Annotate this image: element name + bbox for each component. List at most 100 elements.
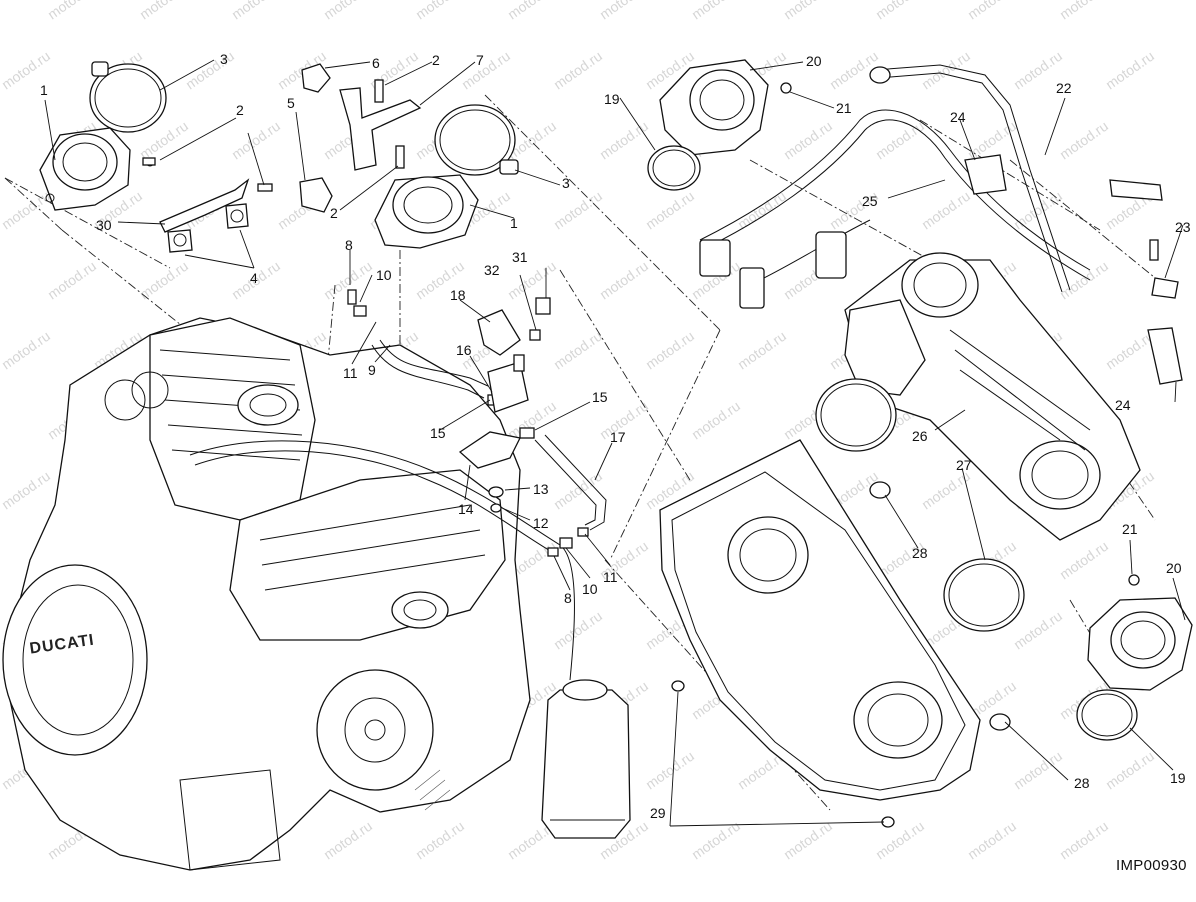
- watermark-text: motod.ru: [781, 818, 835, 863]
- callout-2-left: 2: [236, 102, 244, 118]
- callout-28-top: 28: [912, 545, 928, 561]
- watermark-text: motod.ru: [643, 328, 697, 373]
- callout-19-top: 19: [604, 91, 620, 107]
- callout-12: 12: [533, 515, 549, 531]
- leader-lines: [44, 59, 1186, 827]
- watermark-text: motod.ru: [0, 188, 53, 233]
- callout-10-top: 10: [376, 267, 392, 283]
- watermark-text: motod.ru: [45, 258, 99, 303]
- callout-31: 31: [512, 249, 528, 265]
- callout-21-top: 21: [836, 100, 852, 116]
- watermark-text: motod.ru: [919, 188, 973, 233]
- watermark-text: motod.ru: [597, 118, 651, 163]
- watermark-text: motod.ru: [551, 188, 605, 233]
- callout-3-right: 3: [562, 175, 570, 191]
- drawing-code: IMP00930: [1116, 857, 1187, 874]
- watermark-text: motod.ru: [183, 48, 237, 93]
- callout-1-center: 1: [510, 215, 518, 231]
- watermark-text: motod.ru: [1057, 0, 1111, 22]
- watermark-text: motod.ru: [1057, 118, 1111, 163]
- callout-13: 13: [533, 481, 549, 497]
- engine-assembly: DUCATI: [2, 317, 575, 871]
- watermark-text: motod.ru: [735, 328, 789, 373]
- hose-and-valve-parts: [347, 289, 631, 839]
- watermark-text: motod.ru: [689, 398, 743, 443]
- callout-25: 25: [862, 193, 878, 209]
- callout-15-right: 15: [592, 389, 608, 405]
- callout-24-right: 24: [1115, 397, 1131, 413]
- watermark-text: motod.ru: [1011, 608, 1065, 653]
- callout-6: 6: [372, 55, 380, 71]
- watermark-text: motod.ru: [413, 818, 467, 863]
- watermark-text: motod.ru: [873, 118, 927, 163]
- watermark-text: motod.ru: [1057, 818, 1111, 863]
- watermark-text: motod.ru: [781, 0, 835, 22]
- watermark-text: motod.ru: [965, 818, 1019, 863]
- throttle-body-assembly: [647, 59, 1193, 741]
- watermark-text: motod.ru: [229, 118, 283, 163]
- callout-11-bottom: 11: [603, 569, 618, 585]
- callout-16: 16: [456, 342, 472, 358]
- callout-8-top: 8: [345, 237, 353, 253]
- callout-27: 27: [956, 457, 972, 473]
- watermark-text: motod.ru: [459, 48, 513, 93]
- callout-9: 9: [368, 362, 376, 378]
- callout-18: 18: [450, 287, 466, 303]
- callout-29: 29: [650, 805, 666, 821]
- watermark-text: motod.ru: [873, 818, 927, 863]
- watermark-text: motod.ru: [919, 468, 973, 513]
- callout-5: 5: [287, 95, 295, 111]
- watermark-text: motod.ru: [597, 258, 651, 303]
- watermark-text: motod.ru: [551, 608, 605, 653]
- callout-20-top: 20: [806, 53, 822, 69]
- watermark-text: motod.ru: [1103, 48, 1157, 93]
- callout-2-center: 2: [330, 205, 338, 221]
- watermark-text: motod.ru: [643, 188, 697, 233]
- watermark-text: motod.ru: [689, 0, 743, 22]
- airbox-assembly: [659, 439, 1011, 828]
- callout-4: 4: [250, 270, 258, 286]
- watermark-text: motod.ru: [873, 0, 927, 22]
- callout-1-left: 1: [40, 82, 48, 98]
- watermark-text: motod.ru: [137, 0, 191, 22]
- callout-28-bottom: 28: [1074, 775, 1090, 791]
- callout-24-top: 24: [950, 109, 966, 125]
- watermark-text: motod.ru: [0, 468, 53, 513]
- left-intake-parts: [39, 61, 273, 253]
- watermark-text: motod.ru: [965, 0, 1019, 22]
- watermark-text: motod.ru: [321, 818, 375, 863]
- callout-19-bottom: 19: [1170, 770, 1186, 786]
- callout-2-top: 2: [432, 52, 440, 68]
- watermark-text: motod.ru: [597, 0, 651, 22]
- callout-7: 7: [476, 52, 484, 68]
- callout-22: 22: [1056, 80, 1072, 96]
- callout-17: 17: [610, 429, 626, 445]
- callout-11-top: 11: [343, 365, 358, 381]
- watermark-text: motod.ru: [1103, 748, 1157, 793]
- watermark-text: motod.ru: [413, 0, 467, 22]
- watermark-text: motod.ru: [321, 0, 375, 22]
- callout-23: 23: [1175, 219, 1191, 235]
- watermark-text: motod.ru: [1057, 538, 1111, 583]
- callout-8-bottom: 8: [564, 590, 572, 606]
- watermark-text: motod.ru: [643, 748, 697, 793]
- callout-labels: 1 1 2 2 2 3 3 4 5 6 7 8 8 9 10 10 11 11 …: [40, 51, 1191, 821]
- watermark-text: motod.ru: [0, 328, 53, 373]
- callout-15-left: 15: [430, 425, 446, 441]
- callout-14: 14: [458, 501, 474, 517]
- watermark-text: motod.ru: [735, 188, 789, 233]
- watermark-text: motod.ru: [45, 0, 99, 22]
- watermark-text: motod.ru: [551, 328, 605, 373]
- callout-3-left: 3: [220, 51, 228, 67]
- watermark-text: motod.ru: [505, 0, 559, 22]
- watermark-text: motod.ru: [551, 48, 605, 93]
- callout-21-bottom: 21: [1122, 521, 1138, 537]
- center-top-parts: [299, 63, 519, 249]
- callout-26: 26: [912, 428, 928, 444]
- callout-20-bottom: 20: [1166, 560, 1182, 576]
- callout-32: 32: [484, 262, 500, 278]
- callout-30: 30: [96, 217, 112, 233]
- watermark-text: motod.ru: [229, 0, 283, 22]
